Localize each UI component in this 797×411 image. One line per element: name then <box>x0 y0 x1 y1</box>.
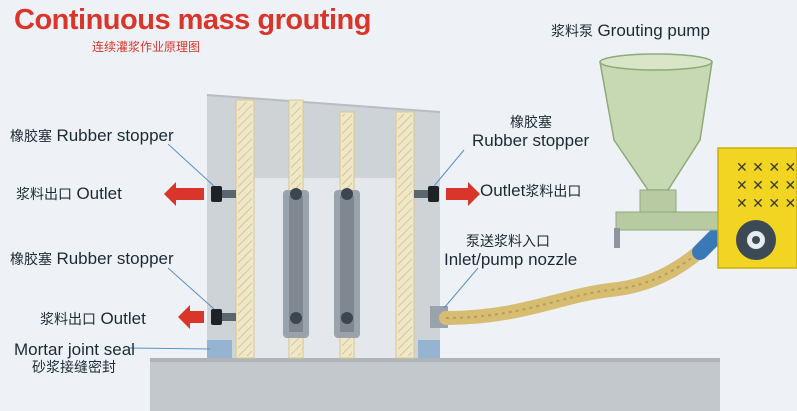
pump-wheel-icon <box>736 220 776 260</box>
svg-text:✕ ✕ ✕ ✕: ✕ ✕ ✕ ✕ <box>736 160 796 176</box>
outlet-arrow-icon <box>446 182 480 206</box>
inner-cavity <box>252 178 398 358</box>
rebar-connector-left <box>283 188 309 338</box>
label-rubber-stopper-upper-right: 橡胶塞 Rubber stopper <box>472 115 590 150</box>
outlet-arrow-icon <box>164 182 204 206</box>
label-rubber-stopper-upper-left: 橡胶塞 Rubber stopper <box>10 126 174 145</box>
diagram-title: Continuous mass grouting <box>14 4 371 36</box>
label-outlet-upper-right: Outlet浆料出口 <box>480 181 582 200</box>
rubber-stopper-upper-right <box>428 186 439 202</box>
hopper <box>599 61 713 191</box>
label-outlet-lower-left: 浆料出口 Outlet <box>40 309 146 328</box>
label-rubber-stopper-lower-left: 橡胶塞 Rubber stopper <box>10 249 174 268</box>
rubber-stopper-lower-left <box>211 309 222 325</box>
foundation-slab <box>150 358 720 411</box>
outlet-arrow-icon <box>178 305 204 329</box>
rebar-connector-right <box>334 188 360 338</box>
mortar-seal-left <box>207 340 232 358</box>
rubber-stopper-upper-left <box>211 186 222 202</box>
svg-text:✕ ✕ ✕ ✕: ✕ ✕ ✕ ✕ <box>736 196 796 212</box>
grouting-pump: ✕ ✕ ✕ ✕ ✕ ✕ ✕ ✕ ✕ ✕ ✕ ✕ <box>599 53 797 269</box>
diagram-subtitle: 连续灌浆作业原理图 <box>92 40 201 54</box>
label-mortar-joint-seal: Mortar joint seal 砂浆接缝密封 <box>14 340 135 376</box>
mortar-seal-right <box>418 340 440 358</box>
vent-grille-icon: ✕ ✕ ✕ ✕ ✕ ✕ ✕ ✕ ✕ ✕ ✕ ✕ <box>736 160 796 212</box>
svg-text:✕ ✕ ✕ ✕: ✕ ✕ ✕ ✕ <box>736 178 796 194</box>
label-inlet-pump-nozzle: 泵送浆料入口 Inlet/pump nozzle <box>444 234 578 269</box>
label-grouting-pump: 浆料泵 Grouting pump <box>551 21 710 40</box>
label-outlet-upper-left: 浆料出口 Outlet <box>16 184 122 203</box>
